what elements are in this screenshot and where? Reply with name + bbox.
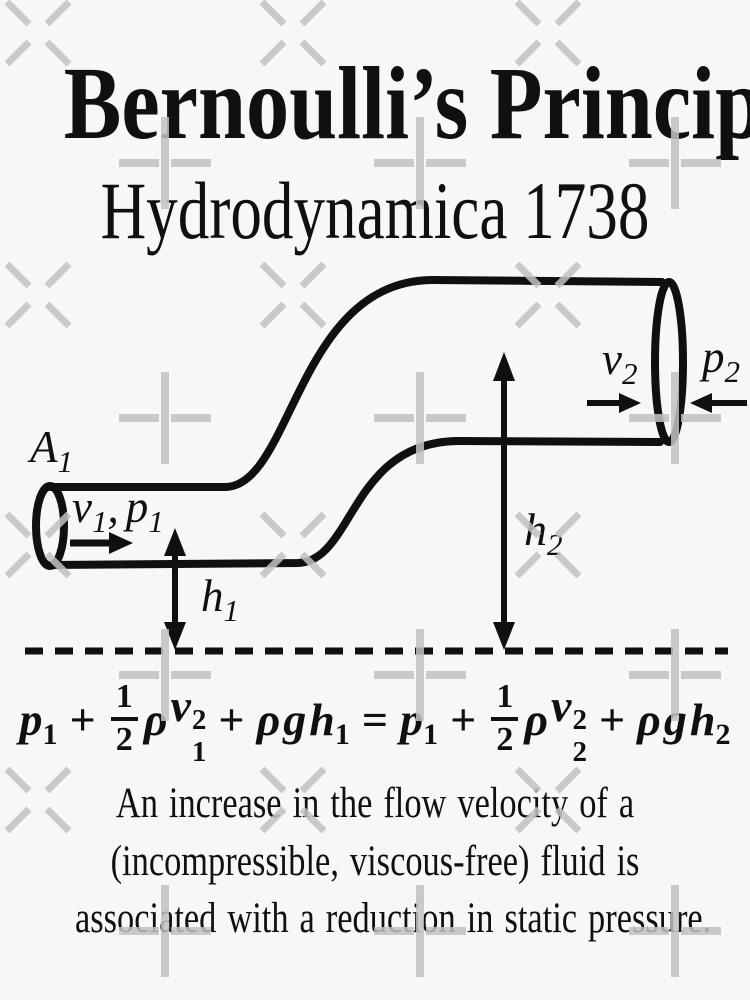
height-label-h1: h1	[201, 571, 239, 628]
eq-g: g	[283, 693, 307, 745]
velocity-label-v2: v2	[602, 334, 637, 391]
eq-plus: +	[450, 693, 477, 745]
height-label-h2: h2	[524, 504, 563, 562]
eq-g: g	[663, 693, 687, 745]
eq-equals: =	[361, 693, 389, 745]
velocity-arrow-v2	[587, 393, 641, 413]
description-line: (incompressible, viscous-free) fluid is	[110, 837, 640, 885]
flow-arrow-v1	[70, 532, 133, 554]
description-line: An increase in the flow velocity of a	[115, 780, 635, 827]
eq-plus: +	[598, 693, 626, 745]
page-title: Bernoulli’s Principle	[63, 46, 750, 161]
description-text: An increase in the flow velocity of a (i…	[75, 775, 712, 948]
eq-rho: ρ	[256, 693, 281, 745]
eq-rho: ρ	[524, 693, 549, 745]
eq-plus: +	[218, 693, 245, 745]
page-subtitle: Hydrodynamica 1738	[100, 165, 650, 256]
pressure-arrow-p2	[690, 393, 747, 413]
height-arrow-h1	[164, 528, 186, 650]
eq-rho: ρ	[637, 693, 661, 745]
flow-label-v1p1: v1,p1	[72, 482, 164, 539]
description-line: associated with a reduction in static pr…	[75, 895, 712, 942]
pressure-label-p2: p2	[699, 332, 740, 389]
eq-rho: ρ	[143, 693, 168, 745]
eq-plus: +	[69, 693, 96, 745]
height-arrow-h2	[493, 352, 515, 650]
area-label-a1: A1	[27, 422, 73, 479]
